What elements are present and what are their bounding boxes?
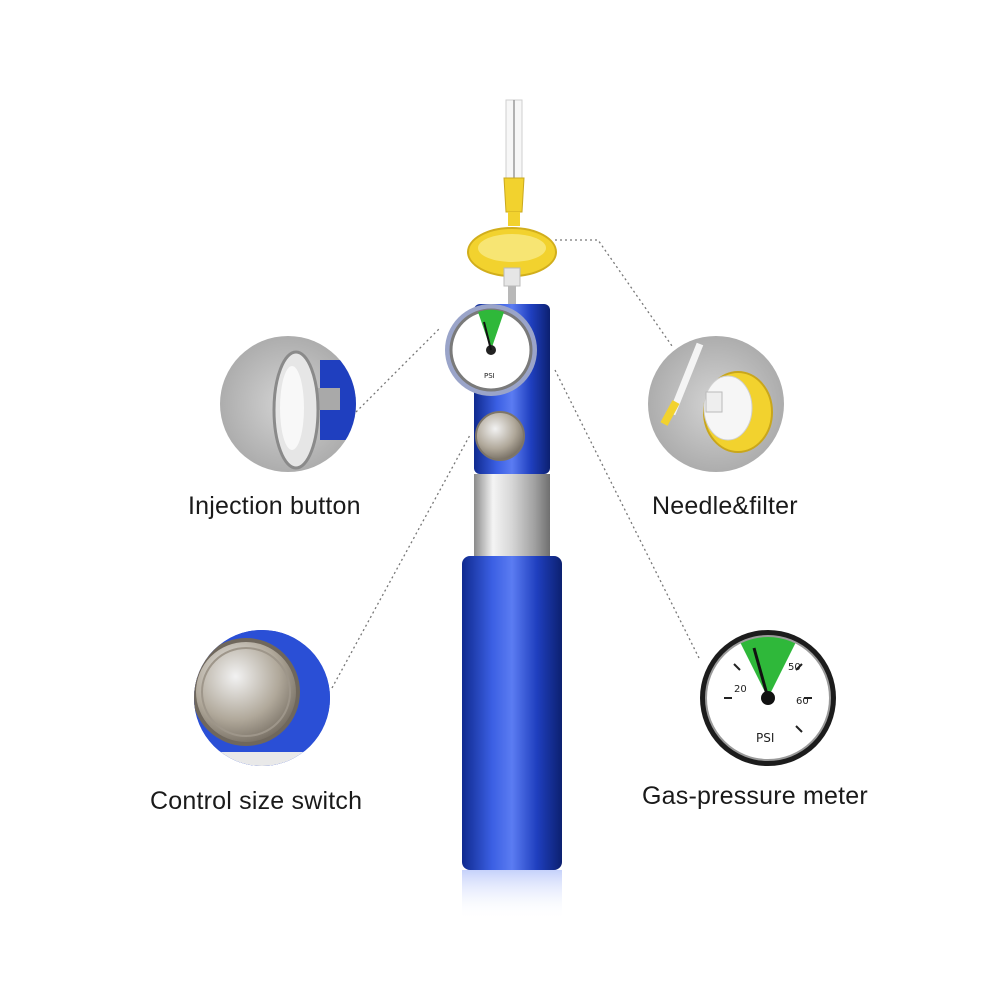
chrome-band [474,474,550,556]
gauge-unit-small: PSI [484,372,495,380]
label-needle-filter: Needle&filter [652,492,798,520]
gauge-tick-50: 50 [788,662,801,673]
gauge-tick-20: 20 [734,684,747,695]
syringe-filter [467,227,557,304]
needle [503,99,525,226]
label-control-size-switch: Control size switch [150,787,363,815]
callout-injection-button [220,336,356,472]
gauge-tick-60: 60 [796,696,809,707]
callout-gas-pressure-meter: 20 50 60 PSI [700,630,836,766]
pen-barrel [462,556,562,920]
callout-control-size-switch [194,630,330,766]
callout-needle-filter [648,336,784,472]
label-injection-button: Injection button [188,492,361,520]
gauge-unit-label: PSI [756,731,774,745]
callout-lines [331,239,701,689]
pen-head: PSI [445,304,550,474]
label-gas-pressure-meter: Gas-pressure meter [642,782,868,810]
